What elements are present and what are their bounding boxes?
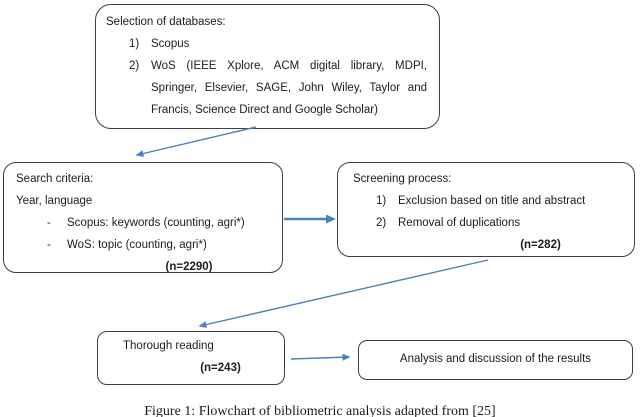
box-title: Screening process: [353, 173, 452, 185]
list-item-text: WoS (IEEE Xplore, ACM digital library, M… [151, 60, 427, 116]
list-item-text: Removal of duplications [398, 217, 521, 229]
list-number: 1) [129, 38, 140, 50]
list-item-text: Scopus: keywords (counting, agri*) [67, 217, 245, 229]
list-item-text: WoS: topic (counting, agri*) [67, 239, 207, 251]
list-number: 2) [129, 60, 140, 72]
box-search-criteria: Search criteria: Year, language - Scopus… [3, 162, 283, 273]
list-item: 2) Removal of duplications [353, 212, 626, 234]
dash-bullet: - [47, 239, 51, 251]
box-selection-of-databases: Selection of databases: 1) Scopus 2) WoS… [95, 4, 440, 129]
list-item: 2) WoS (IEEE Xplore, ACM digital library… [106, 55, 427, 121]
figure-caption: Figure 1: Flowchart of bibliometric anal… [144, 404, 496, 417]
record-count: (n=282) [520, 239, 561, 251]
box-subtitle: Year, language [16, 195, 93, 207]
box-title: Thorough reading [123, 340, 214, 352]
box-title: Analysis and discussion of the results [399, 353, 592, 365]
arrow-databases-to-search [135, 126, 257, 157]
box-screening-process: Screening process: 1) Exclusion based on… [337, 162, 635, 257]
dash-bullet: - [47, 217, 51, 229]
arrow-reading-to-analysis [290, 353, 351, 361]
box-title: Selection of databases: [106, 16, 226, 28]
record-count: (n=243) [200, 362, 241, 374]
list-item-text: Exclusion based on title and abstract [398, 195, 586, 207]
list-item: - WoS: topic (counting, agri*) [16, 234, 274, 256]
box-analysis-discussion: Analysis and discussion of the results [358, 340, 633, 380]
list-number: 2) [376, 217, 387, 229]
list-item: 1) Exclusion based on title and abstract [353, 190, 626, 212]
list-number: 1) [376, 195, 387, 207]
list-item: 1) Scopus [106, 33, 427, 55]
box-title: Search criteria: [16, 173, 94, 185]
list-item-text: Scopus [151, 38, 190, 50]
box-thorough-reading: Thorough reading (n=243) [97, 331, 285, 385]
record-count: (n=2290) [165, 261, 213, 273]
list-item: - Scopus: keywords (counting, agri*) [16, 212, 274, 234]
